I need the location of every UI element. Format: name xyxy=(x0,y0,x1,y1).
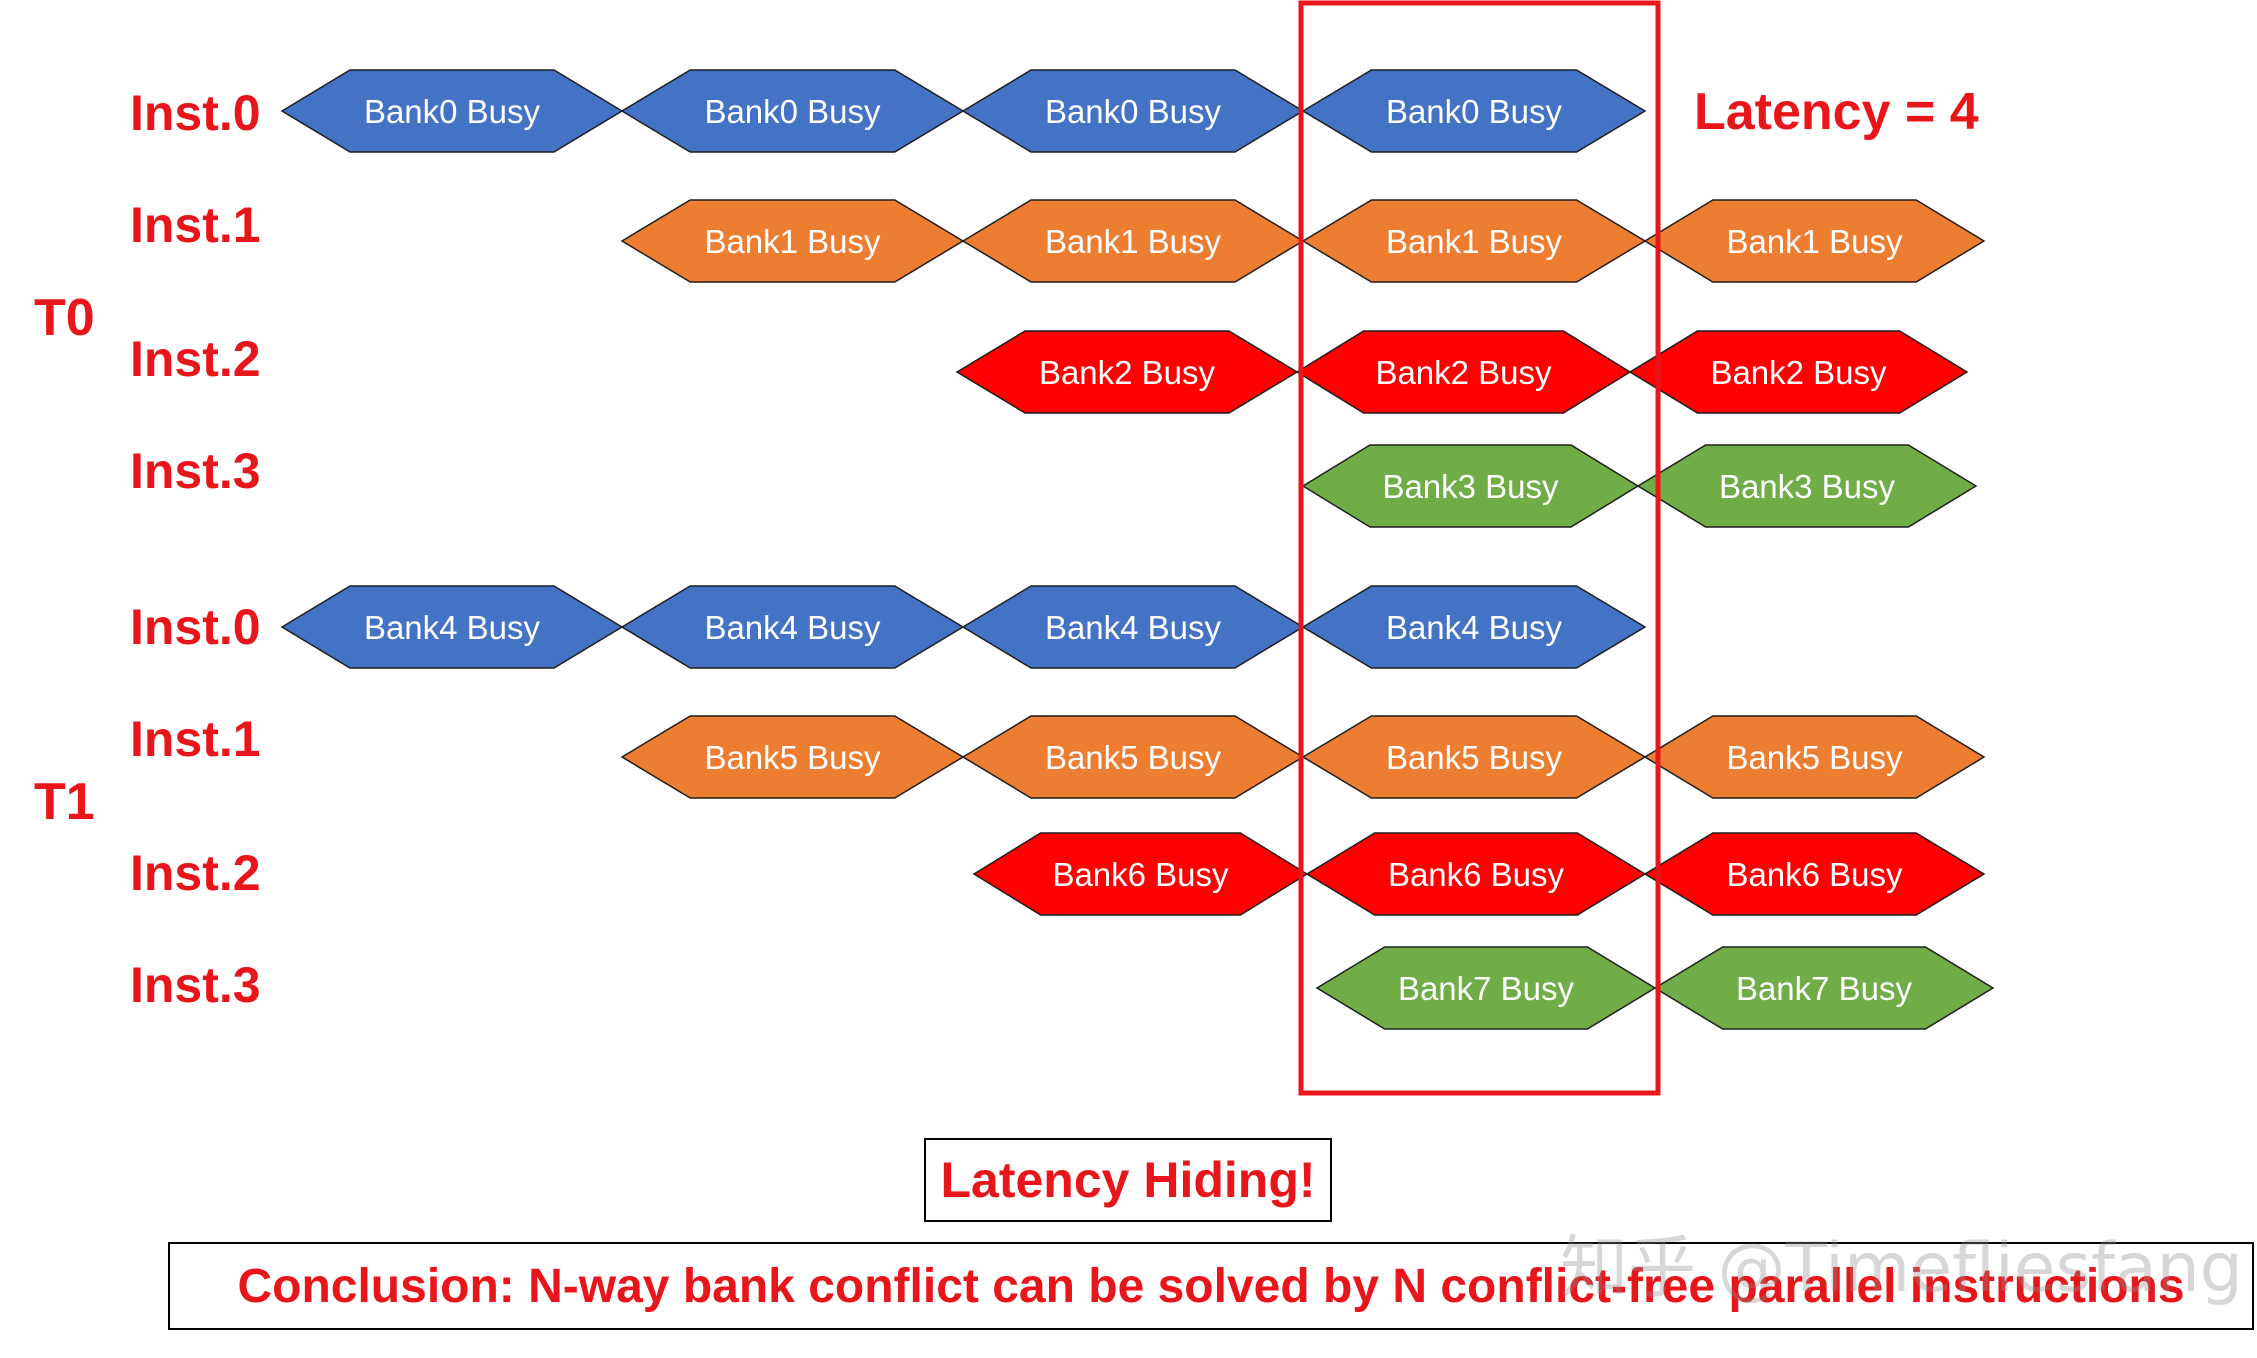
bank-cell-t0-inst3-1 xyxy=(1636,444,1978,528)
row-label-t0-inst3: Inst.3 xyxy=(130,443,261,499)
bank-cell-label: Bank6 Busy xyxy=(1388,856,1565,893)
row-label-t0-inst0: Inst.0 xyxy=(130,85,261,141)
bank-cell-label: Bank2 Busy xyxy=(1375,354,1552,391)
bank-cell-label: Bank1 Busy xyxy=(1726,223,1903,260)
row-label-t0-inst1: Inst.1 xyxy=(130,197,261,253)
bank-cell-label: Bank4 Busy xyxy=(1386,609,1563,646)
row-label-t0-inst2: Inst.2 xyxy=(130,331,261,387)
bank-cell-label: Bank2 Busy xyxy=(1710,354,1887,391)
bank-cell-label: Bank4 Busy xyxy=(364,609,541,646)
bank-cell-label: Bank5 Busy xyxy=(1045,739,1222,776)
bank-cell-label: Bank4 Busy xyxy=(1045,609,1222,646)
bank-cell-label: Bank4 Busy xyxy=(704,609,881,646)
bank-cell-label: Bank3 Busy xyxy=(1382,468,1559,505)
row-label-t1-inst0: Inst.0 xyxy=(130,599,261,655)
row-label-t1-inst3: Inst.3 xyxy=(130,957,261,1013)
conclusion-text: Conclusion: N-way bank conflict can be s… xyxy=(237,1259,2185,1313)
conclusion-box: Conclusion: N-way bank conflict can be s… xyxy=(168,1242,2254,1330)
bank-cell-label: Bank1 Busy xyxy=(1045,223,1222,260)
group-label-t0: T0 xyxy=(34,289,95,347)
latency-hiding-text: Latency Hiding! xyxy=(940,1152,1316,1208)
bank-cell-t1-inst2-2 xyxy=(1643,832,1986,916)
bank-cell-t1-inst3-1 xyxy=(1653,946,1995,1030)
bank-cell-label: Bank7 Busy xyxy=(1736,970,1913,1007)
bank-cell-label: Bank3 Busy xyxy=(1719,468,1896,505)
bank-cell-label: Bank1 Busy xyxy=(704,223,881,260)
bank-cell-t1-inst0-3 xyxy=(1301,585,1647,669)
bank-cell-label: Bank0 Busy xyxy=(364,93,541,130)
bank-cell-t0-inst2-2 xyxy=(1628,330,1969,414)
bank-cell-label: Bank5 Busy xyxy=(1386,739,1563,776)
row-label-t1-inst2: Inst.2 xyxy=(130,845,261,901)
latency-label: Latency = 4 xyxy=(1694,83,1979,141)
bank-cell-label: Bank0 Busy xyxy=(1386,93,1563,130)
latency-hiding-box: Latency Hiding! xyxy=(924,1138,1332,1222)
bank-cell-label: Bank6 Busy xyxy=(1052,856,1229,893)
bank-cell-label: Bank2 Busy xyxy=(1039,354,1216,391)
bank-cell-t1-inst1-3 xyxy=(1643,715,1986,799)
bank-cell-label: Bank5 Busy xyxy=(704,739,881,776)
bank-cell-label: Bank1 Busy xyxy=(1386,223,1563,260)
bank-cell-label: Bank0 Busy xyxy=(704,93,881,130)
group-label-t1: T1 xyxy=(34,773,95,831)
bank-cell-t0-inst0-3 xyxy=(1301,69,1647,153)
watermark: 知乎 @Timefliesfang xyxy=(1560,1229,2243,1308)
bank-cell-label: Bank5 Busy xyxy=(1726,739,1903,776)
bank-cell-t0-inst1-3 xyxy=(1643,199,1986,283)
row-label-t1-inst1: Inst.1 xyxy=(130,711,261,767)
bank-cell-label: Bank7 Busy xyxy=(1398,970,1575,1007)
bank-cell-label: Bank0 Busy xyxy=(1045,93,1222,130)
latency-highlight-box xyxy=(1298,0,1661,1096)
bank-cell-label: Bank6 Busy xyxy=(1726,856,1903,893)
